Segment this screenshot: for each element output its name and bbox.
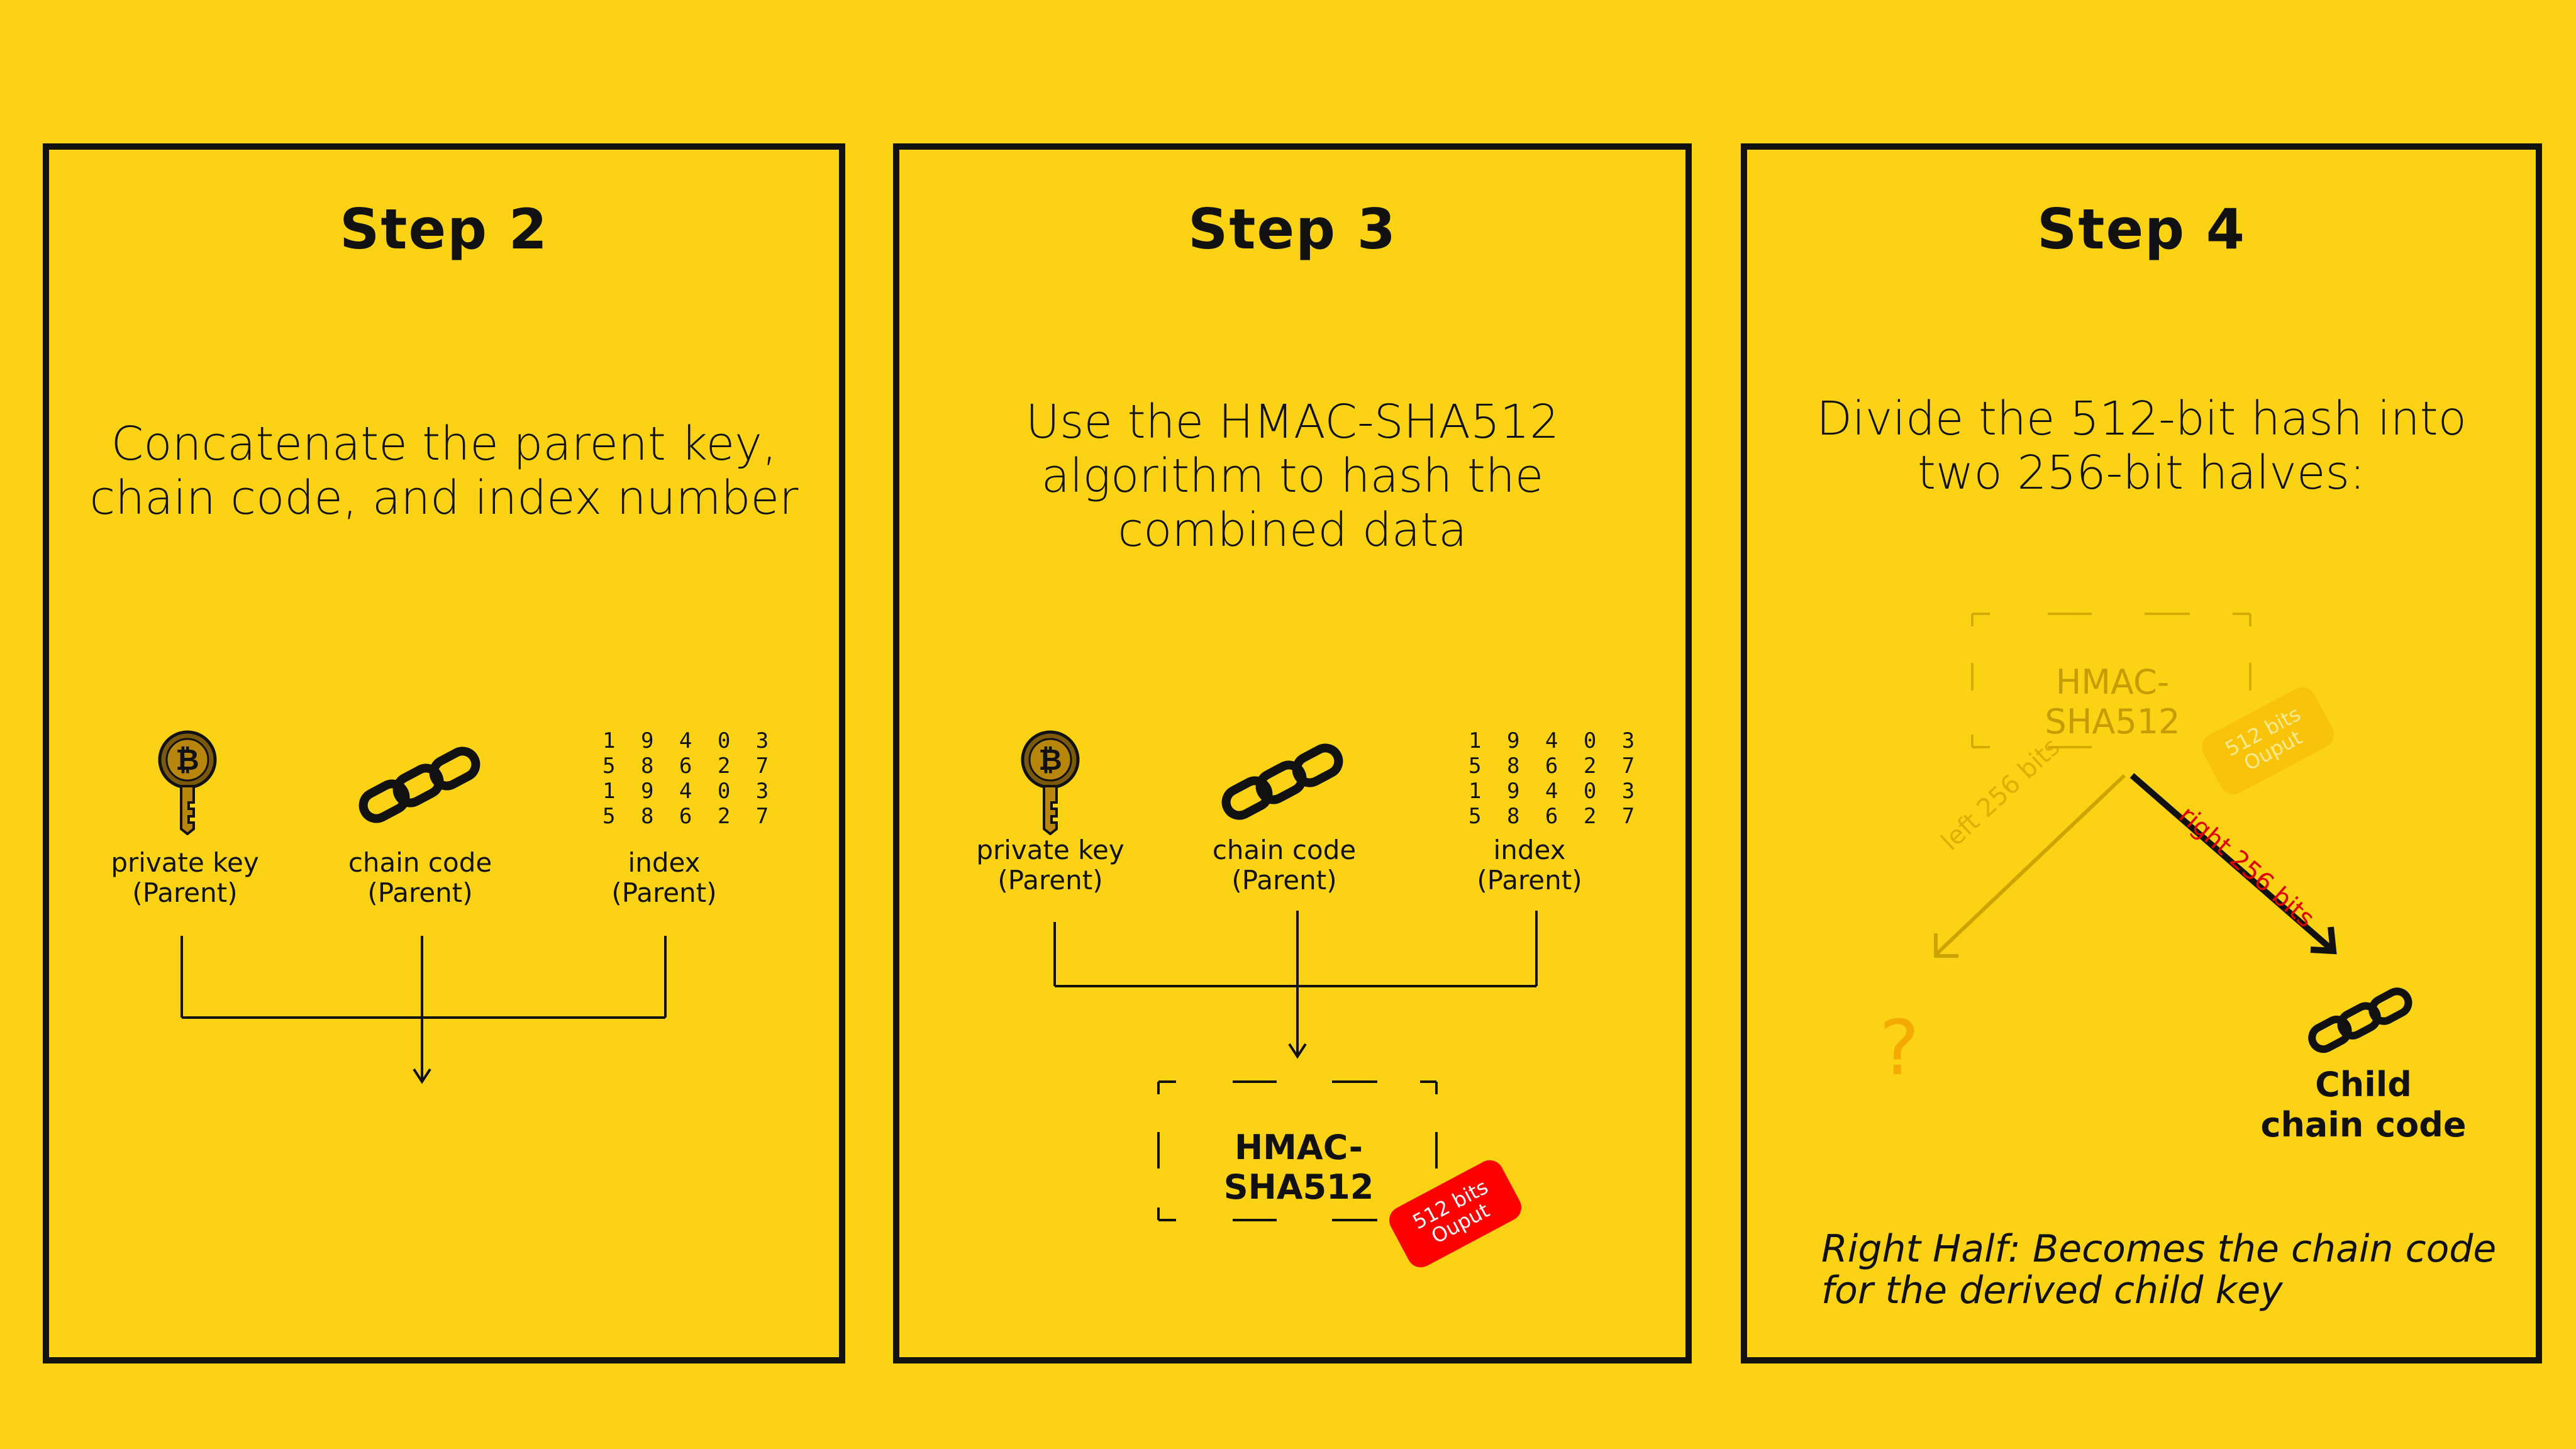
step-3-panel: Step 3 Use the HMAC-SHA512 algorithm to … bbox=[893, 143, 1692, 1363]
split-diagram bbox=[1934, 613, 2337, 958]
chain-link-icon bbox=[1221, 743, 1343, 820]
panel-description: Concatenate the parent key, chain code, … bbox=[89, 417, 799, 525]
panel-title: Step 3 bbox=[1188, 197, 1397, 262]
hmac-sha512-box-faded: HMAC-SHA512 bbox=[2045, 662, 2180, 741]
panel-description: Divide the 512-bit hash into two 256-bit… bbox=[1816, 392, 2467, 500]
concat-connector bbox=[180, 936, 667, 1084]
concat-connector bbox=[1053, 911, 1538, 1221]
chain-link-icon bbox=[358, 747, 480, 823]
right-half-note: Right Half: Becomes the chain code for t… bbox=[1821, 1227, 2497, 1313]
panel-description: Use the HMAC-SHA512 algorithm to hash th… bbox=[1025, 395, 1560, 557]
step-2-panel: Step 2 Concatenate the parent key, chain… bbox=[43, 143, 845, 1363]
panel-title: Step 4 bbox=[2037, 197, 2246, 262]
index-label: index (Parent) bbox=[1477, 835, 1582, 896]
svg-text:₿: ₿ bbox=[175, 743, 199, 777]
bitcoin-key-icon: ₿ bbox=[1021, 730, 1080, 835]
index-label: index (Parent) bbox=[611, 847, 717, 908]
bitcoin-key-icon: ₿ bbox=[158, 730, 217, 835]
private-key-label: private key (Parent) bbox=[111, 847, 259, 908]
hmac-sha512-box: HMAC-SHA512 bbox=[1223, 1128, 1374, 1207]
unknown-question-mark: ? bbox=[1879, 1005, 1919, 1092]
chain-code-label: chain code (Parent) bbox=[1212, 835, 1357, 896]
child-chain-code-label: Child chain code bbox=[2260, 1065, 2467, 1145]
private-key-label: private key (Parent) bbox=[976, 835, 1124, 896]
step-4-panel: Step 4 Divide the 512-bit hash into two … bbox=[1741, 143, 2542, 1363]
number-grid-icon: 1 9 4 0 3 5 8 6 2 7 1 9 4 0 3 5 8 6 2 7 bbox=[602, 728, 775, 829]
chain-link-icon bbox=[2308, 987, 2412, 1053]
panel-title: Step 2 bbox=[340, 197, 548, 262]
chain-code-label: chain code (Parent) bbox=[348, 847, 492, 908]
number-grid-icon: 1 9 4 0 3 5 8 6 2 7 1 9 4 0 3 5 8 6 2 7 bbox=[1468, 728, 1641, 829]
svg-text:₿: ₿ bbox=[1038, 743, 1062, 777]
